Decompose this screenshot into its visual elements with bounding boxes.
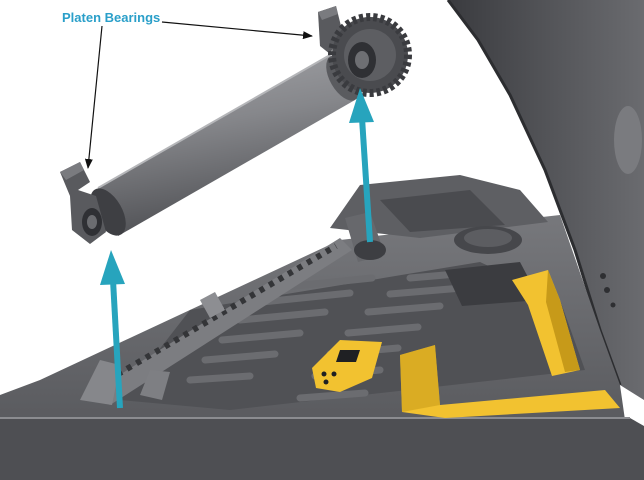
leader-arrow-icon <box>84 21 313 169</box>
media-guide-right <box>400 270 620 418</box>
platen-gear-icon <box>328 13 412 97</box>
media-guide-left <box>312 340 382 392</box>
platen-roller <box>90 54 360 236</box>
lid-screw <box>610 302 616 308</box>
arrow-up-icon <box>100 250 125 409</box>
base-gear-icon <box>454 226 522 254</box>
printer-lid <box>446 0 644 400</box>
sensor-strip <box>80 238 352 405</box>
left-bearing-mount <box>345 212 386 262</box>
lid-screw <box>600 273 606 279</box>
platen-bearings-label: Platen Bearings <box>62 10 161 25</box>
lid-screw <box>604 287 610 293</box>
left-platen-bearing <box>60 162 106 244</box>
arrow-up-icon <box>349 88 374 243</box>
